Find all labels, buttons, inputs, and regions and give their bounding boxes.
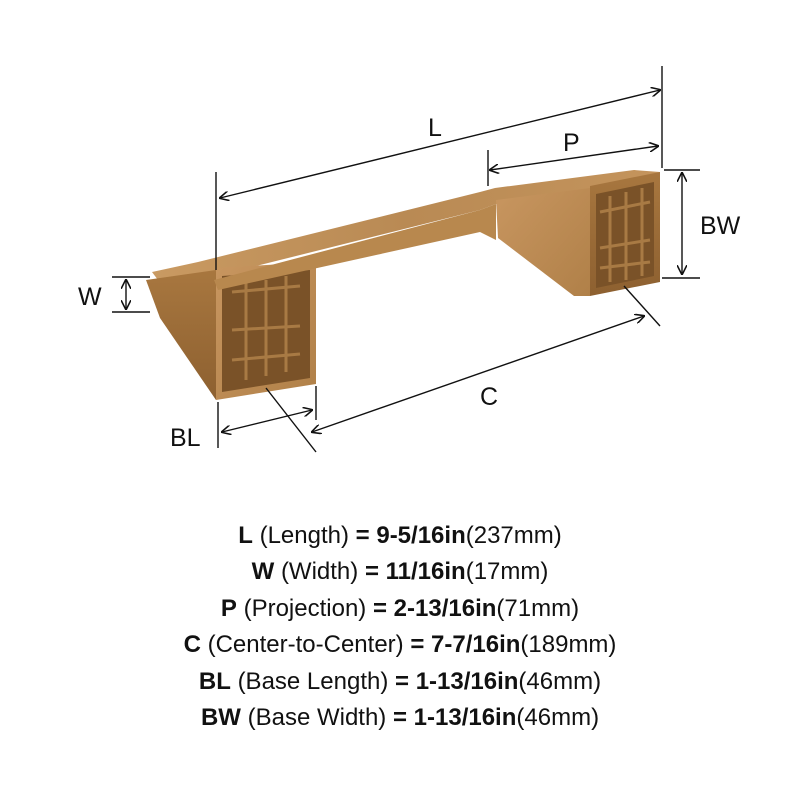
spec-row-projection: P (Projection) = 2-13/16in(71mm) <box>0 591 800 627</box>
spec-equals: = <box>372 594 387 622</box>
spec-name: (Length) <box>259 522 349 549</box>
spec-imperial-value: 1-13/16in <box>415 667 519 695</box>
spec-name: (Projection) <box>243 594 367 622</box>
spec-row-base-length: BL (Base Length) = 1-13/16in(46mm) <box>0 664 800 700</box>
spec-imperial-value: 7-7/16in <box>431 631 521 659</box>
left-post-ribs <box>231 276 301 380</box>
specification-list: L (Length) = 9-5/16in(237mm) W (Width) =… <box>0 518 800 736</box>
spec-equals: = <box>355 522 370 549</box>
spec-row-length: L (Length) = 9-5/16in(237mm) <box>0 518 800 554</box>
dimension-lines <box>112 66 700 453</box>
spec-imperial-value: 2-13/16in <box>393 594 497 622</box>
dimension-line-length <box>220 90 660 198</box>
product-dimension-diagram: L P BW W C BL <box>78 66 741 453</box>
dimension-line-projection <box>490 146 658 170</box>
spec-equals: = <box>392 704 407 732</box>
spec-symbol: L <box>238 522 253 549</box>
spec-name: (Base Length) <box>237 667 389 695</box>
center-line-right <box>623 285 661 327</box>
spec-symbol: C <box>183 631 201 659</box>
spec-metric-value: (237mm) <box>465 522 562 549</box>
left-post-side-face <box>146 270 216 400</box>
spec-imperial-value: 9-5/16in <box>376 522 466 549</box>
spec-row-width: W (Width) = 11/16in(17mm) <box>0 554 800 590</box>
spec-equals: = <box>395 667 410 695</box>
right-post-side-face <box>496 188 590 296</box>
spec-symbol: W <box>251 558 275 586</box>
dimension-line-center-to-center <box>312 316 644 432</box>
spec-metric-value: (189mm) <box>520 631 617 659</box>
spec-metric-value: (71mm) <box>496 594 580 622</box>
spec-name: (Width) <box>280 558 359 586</box>
cabinet-pull-handle <box>146 170 660 400</box>
label-center-to-center: C <box>480 383 498 411</box>
spec-metric-value: (46mm) <box>518 667 602 695</box>
spec-symbol: BW <box>200 704 241 732</box>
label-projection: P <box>563 129 580 157</box>
handle-bridge-face <box>214 204 496 290</box>
label-base-length: BL <box>170 424 201 452</box>
spec-symbol: P <box>220 594 237 622</box>
dimension-line-base-length <box>222 410 312 432</box>
label-base-width: BW <box>700 212 741 240</box>
spec-equals: = <box>364 558 379 586</box>
spec-equals: = <box>410 631 425 659</box>
spec-row-base-width: BW (Base Width) = 1-13/16in(46mm) <box>0 700 800 736</box>
spec-symbol: BL <box>198 667 231 695</box>
spec-row-center-to-center: C (Center-to-Center) = 7-7/16in(189mm) <box>0 627 800 663</box>
spec-name: (Base Width) <box>247 704 387 732</box>
spec-imperial-value: 11/16in <box>385 558 466 586</box>
label-length: L <box>428 114 442 142</box>
spec-metric-value: (17mm) <box>465 558 549 586</box>
label-width: W <box>78 283 102 311</box>
spec-metric-value: (46mm) <box>516 704 600 732</box>
spec-imperial-value: 1-13/16in <box>413 704 517 732</box>
right-post-ribs <box>599 188 651 282</box>
spec-name: (Center-to-Center) <box>207 631 404 659</box>
